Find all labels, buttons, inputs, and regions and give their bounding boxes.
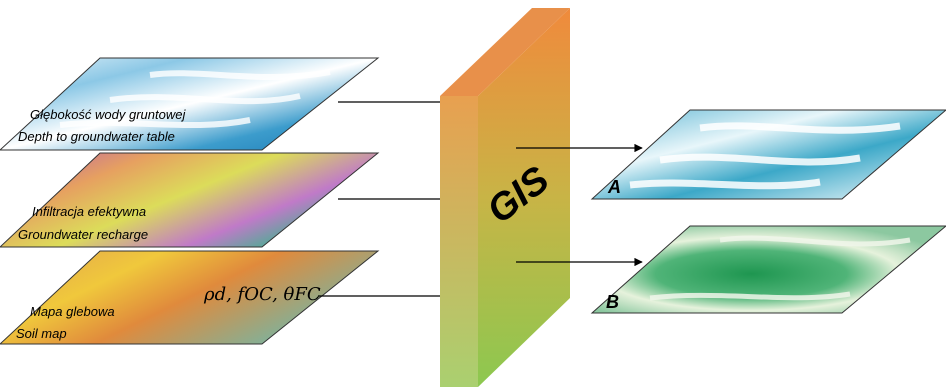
gis-panel-side xyxy=(440,96,478,387)
output-b: B xyxy=(590,225,946,314)
output-arrows xyxy=(516,143,643,267)
gis-panel: GIS xyxy=(440,8,570,387)
layer-recharge-label-en: Groundwater recharge xyxy=(18,227,148,242)
layer-recharge: Infiltracja efektywna Groundwater rechar… xyxy=(0,152,380,248)
gis-panel-top xyxy=(440,8,570,96)
layer-soil-label-pl: Mapa glebowa xyxy=(30,304,115,319)
layer-groundwater-label-en: Depth to groundwater table xyxy=(18,129,175,144)
soil-parameters: ρd, fOC, θFC xyxy=(203,284,321,305)
output-a-label: A xyxy=(607,177,621,197)
layer-recharge-label-pl: Infiltracja efektywna xyxy=(32,204,146,219)
output-b-label: B xyxy=(606,292,619,312)
output-a: A xyxy=(590,109,946,200)
gis-panel-front xyxy=(478,8,570,387)
layer-soil: Mapa glebowa Soil map ρd, fOC, θFC xyxy=(0,250,380,345)
layer-groundwater-depth: Głębokość wody gruntowej Depth to ground… xyxy=(0,57,380,151)
layer-soil-label-en: Soil map xyxy=(16,326,67,341)
layer-groundwater-label-pl: Głębokość wody gruntowej xyxy=(30,107,186,122)
